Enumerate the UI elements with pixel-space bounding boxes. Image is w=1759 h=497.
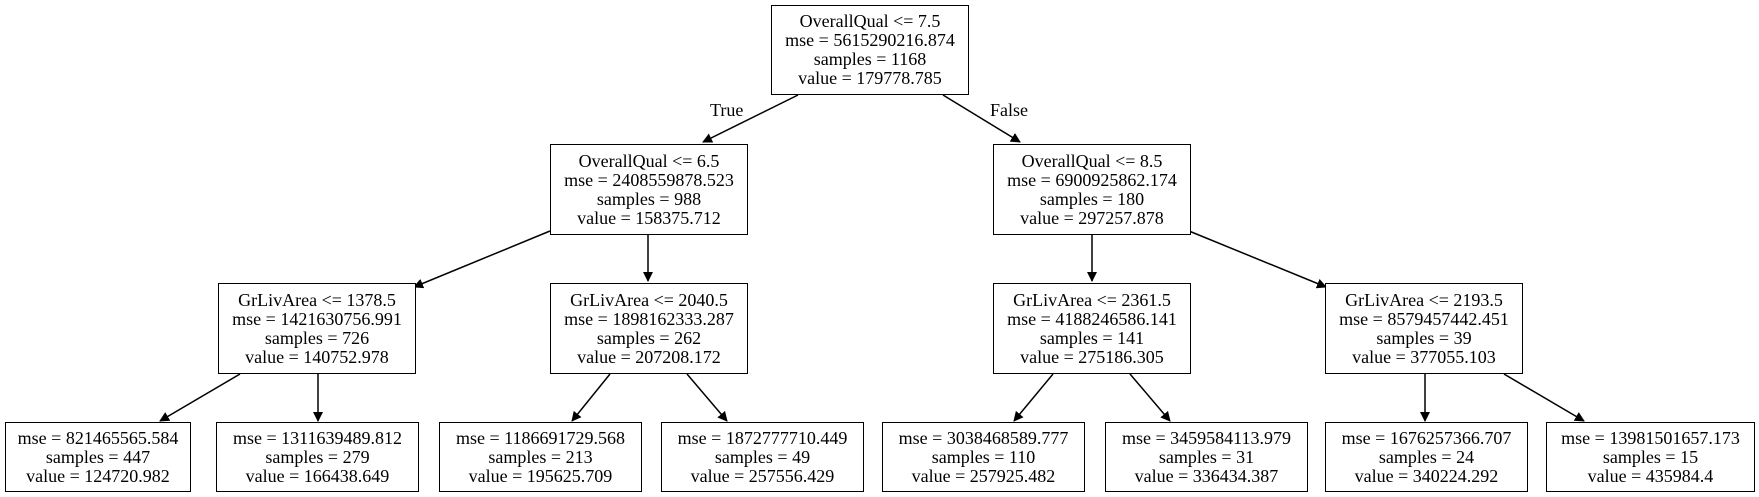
- node-leaf5-value: value = 257925.482: [911, 465, 1056, 486]
- edge-n5-leaf6: [1129, 373, 1171, 422]
- node-leaf7: mse = 1676257366.707 samples = 24 value …: [1325, 422, 1528, 492]
- node-n4-samples: samples = 262: [596, 327, 702, 348]
- node-n6-split: GrLivArea <= 2193.5: [1345, 289, 1503, 310]
- node-leaf4: mse = 1872777710.449 samples = 49 value …: [661, 422, 864, 492]
- node-leaf4-mse: mse = 1872777710.449: [677, 427, 848, 448]
- node-leaf8-value: value = 435984.4: [1587, 465, 1714, 486]
- edge-label-true: True: [710, 100, 744, 120]
- node-root: OverallQual <= 7.5 mse = 5615290216.874 …: [771, 5, 969, 95]
- node-n5-samples: samples = 141: [1039, 327, 1145, 348]
- edge-n6-leaf8: [1503, 373, 1585, 422]
- node-leaf5-mse: mse = 3038468589.777: [898, 427, 1069, 448]
- node-n1-samples: samples = 988: [596, 188, 702, 209]
- node-n3: GrLivArea <= 1378.5 mse = 1421630756.991…: [218, 283, 416, 374]
- node-leaf6-samples: samples = 31: [1158, 446, 1255, 467]
- node-leaf7-samples: samples = 24: [1378, 446, 1475, 467]
- node-n2-value: value = 297257.878: [1020, 207, 1164, 228]
- node-leaf6: mse = 3459584113.979 samples = 31 value …: [1105, 422, 1308, 492]
- node-n3-samples: samples = 726: [264, 327, 370, 348]
- node-leaf8: mse = 13981501657.173 samples = 15 value…: [1546, 422, 1755, 492]
- node-leaf2-mse: mse = 1311639489.812: [233, 427, 402, 448]
- edge-n4-leaf4: [686, 373, 728, 422]
- node-leaf4-value: value = 257556.429: [690, 465, 835, 486]
- node-leaf1-value: value = 124720.982: [26, 465, 170, 486]
- node-leaf4-samples: samples = 49: [714, 446, 811, 467]
- node-leaf3-value: value = 195625.709: [468, 465, 613, 486]
- node-n5: GrLivArea <= 2361.5 mse = 4188246586.141…: [993, 283, 1191, 374]
- node-leaf5-samples: samples = 110: [931, 446, 1036, 467]
- node-n2-mse: mse = 6900925862.174: [1007, 169, 1177, 190]
- node-leaf8-samples: samples = 15: [1602, 446, 1699, 467]
- node-n3-mse: mse = 1421630756.991: [232, 308, 402, 329]
- node-n3-value: value = 140752.978: [245, 346, 389, 367]
- node-n1-mse: mse = 2408559878.523: [564, 169, 734, 190]
- node-n5-split: GrLivArea <= 2361.5: [1013, 289, 1171, 310]
- node-leaf1: mse = 821465565.584 samples = 447 value …: [5, 422, 191, 492]
- node-leaf8-mse: mse = 13981501657.173: [1561, 427, 1740, 448]
- edge-label-false: False: [990, 100, 1028, 120]
- edge-n1-n3: [413, 230, 551, 289]
- node-leaf2: mse = 1311639489.812 samples = 279 value…: [216, 422, 419, 492]
- node-leaf1-mse: mse = 821465565.584: [17, 427, 179, 448]
- node-leaf7-value: value = 340224.292: [1354, 465, 1499, 486]
- node-root-split: OverallQual <= 7.5: [799, 11, 941, 31]
- node-n5-value: value = 275186.305: [1020, 346, 1164, 367]
- node-leaf2-value: value = 166438.649: [245, 465, 390, 486]
- node-n6-mse: mse = 8579457442.451: [1339, 308, 1509, 329]
- edge-root-n2: [942, 94, 1021, 143]
- edge-n4-leaf3: [571, 373, 611, 422]
- edge-n3-leaf1: [159, 373, 241, 422]
- node-n5-mse: mse = 4188246586.141: [1007, 308, 1177, 329]
- node-leaf6-mse: mse = 3459584113.979: [1122, 427, 1291, 448]
- node-n3-split: GrLivArea <= 1378.5: [238, 289, 396, 310]
- node-n4-mse: mse = 1898162333.287: [564, 308, 734, 329]
- node-n1: OverallQual <= 6.5 mse = 2408559878.523 …: [550, 144, 748, 235]
- node-root-mse: mse = 5615290216.874: [785, 30, 955, 50]
- node-n6-value: value = 377055.103: [1352, 346, 1496, 367]
- node-n2-split: OverallQual <= 8.5: [1021, 150, 1163, 171]
- node-n2-samples: samples = 180: [1039, 188, 1145, 209]
- node-n1-value: value = 158375.712: [577, 207, 721, 228]
- node-leaf6-value: value = 336434.387: [1134, 465, 1279, 486]
- node-leaf3: mse = 1186691729.568 samples = 213 value…: [439, 422, 642, 492]
- node-root-samples: samples = 1168: [813, 49, 927, 69]
- node-n4: GrLivArea <= 2040.5 mse = 1898162333.287…: [550, 283, 748, 374]
- node-root-value: value = 179778.785: [798, 68, 942, 88]
- node-n4-value: value = 207208.172: [577, 346, 721, 367]
- node-leaf5: mse = 3038468589.777 samples = 110 value…: [882, 422, 1085, 492]
- edge-root-n1: [702, 94, 799, 143]
- node-n6-samples: samples = 39: [1376, 327, 1472, 348]
- node-leaf3-samples: samples = 213: [488, 446, 593, 467]
- edge-n5-leaf5: [1013, 373, 1054, 422]
- node-n1-split: OverallQual <= 6.5: [578, 150, 720, 171]
- node-leaf2-samples: samples = 279: [265, 446, 370, 467]
- node-n4-split: GrLivArea <= 2040.5: [570, 289, 728, 310]
- node-leaf3-mse: mse = 1186691729.568: [456, 427, 625, 448]
- node-n6: GrLivArea <= 2193.5 mse = 8579457442.451…: [1325, 283, 1523, 374]
- edge-n2-n6: [1188, 230, 1327, 289]
- node-n2: OverallQual <= 8.5 mse = 6900925862.174 …: [993, 144, 1191, 235]
- node-leaf7-mse: mse = 1676257366.707: [1341, 427, 1512, 448]
- node-leaf1-samples: samples = 447: [45, 446, 151, 467]
